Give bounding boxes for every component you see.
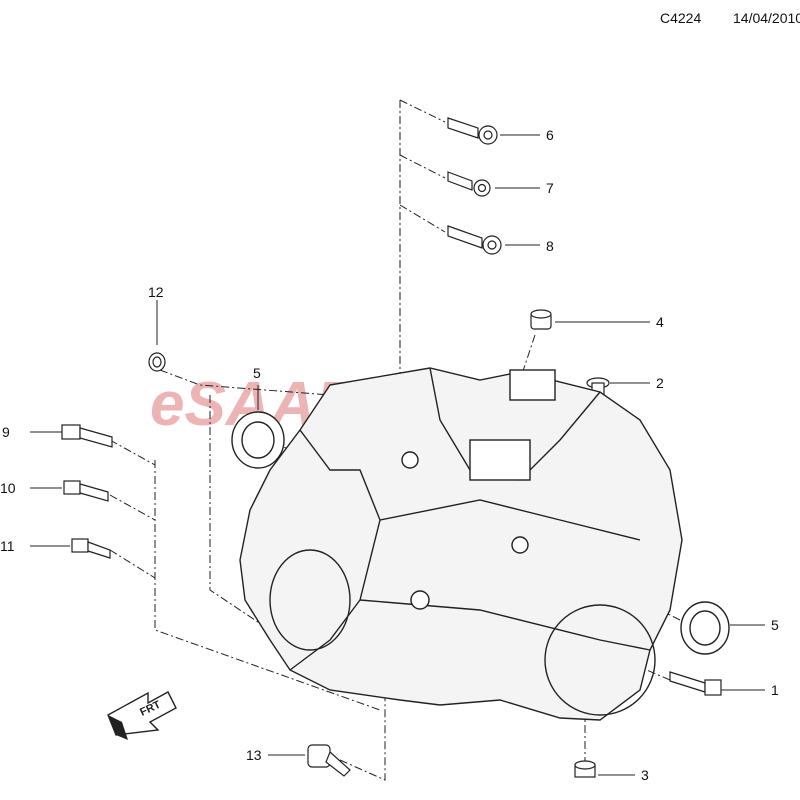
callout-2: 2 [656, 375, 664, 391]
bolts-left [61, 424, 113, 559]
bolt-7 [447, 171, 491, 197]
bolt-11 [71, 538, 111, 559]
callout-4: 4 [656, 314, 664, 330]
callout-5-right: 5 [771, 617, 779, 633]
bolts-top [447, 117, 502, 255]
callout-7: 7 [546, 180, 554, 196]
callout-12: 12 [148, 284, 164, 300]
plug-4 [530, 309, 552, 330]
switch-13 [307, 744, 351, 777]
callout-9: 9 [2, 424, 10, 440]
bolt-6 [447, 117, 498, 145]
callout-8: 8 [546, 238, 554, 254]
bolt-10 [63, 480, 109, 502]
front-arrow-icon: FRT [107, 691, 177, 740]
diagram-date: 14/04/2010 [733, 10, 800, 26]
bolt-1 [669, 671, 722, 696]
callout-3: 3 [641, 767, 649, 783]
callout-5-left: 5 [253, 365, 261, 381]
diagram-code: C4224 [660, 10, 702, 26]
callout-11: 11 [0, 538, 15, 554]
seals-5 [231, 411, 730, 655]
callout-10: 10 [0, 480, 16, 496]
seal-5-left [231, 411, 285, 469]
bolt-8 [447, 225, 502, 255]
seal-5-right [680, 601, 730, 655]
plug-3 [574, 760, 596, 778]
callout-13: 13 [246, 747, 262, 763]
callout-6: 6 [546, 127, 554, 143]
bolt-9 [61, 424, 113, 448]
callout-lines [30, 134, 765, 776]
callout-1: 1 [771, 682, 779, 698]
bush-12 [148, 352, 166, 372]
transmission-housing [239, 367, 683, 721]
